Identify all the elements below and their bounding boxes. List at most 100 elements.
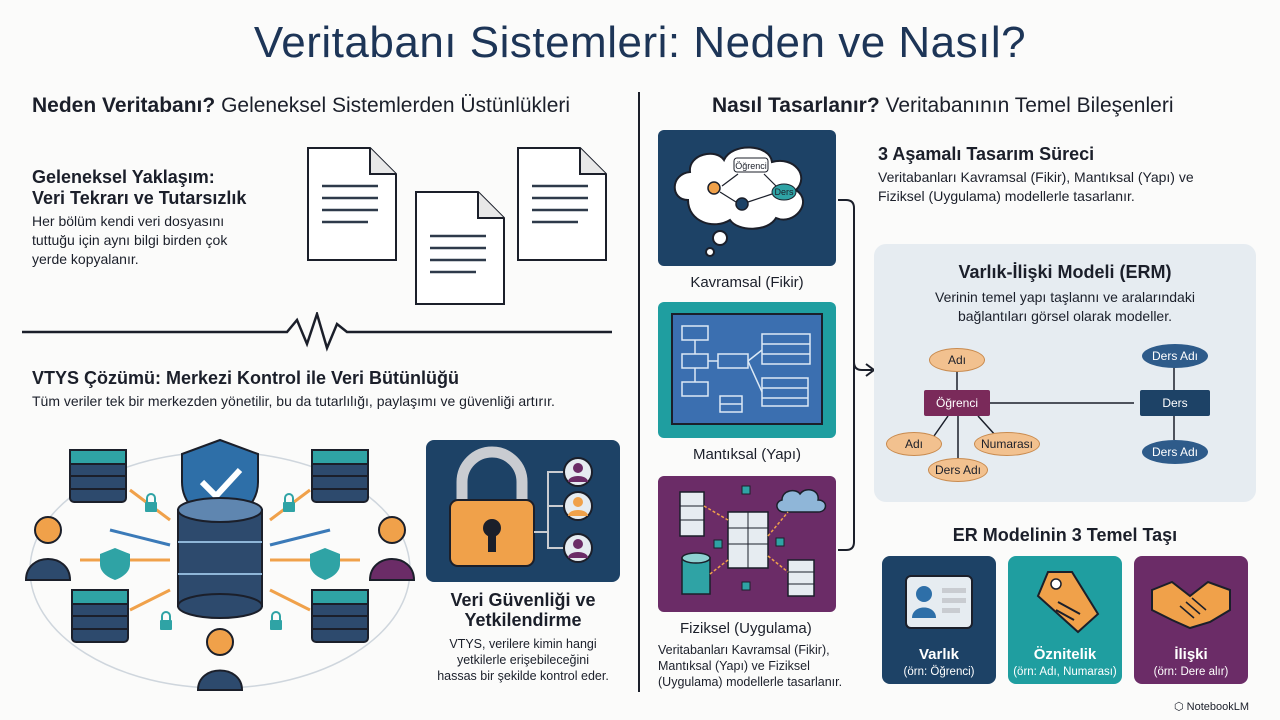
pillar-entity: Varlık (örn: Öğrenci) (882, 556, 996, 684)
traditional-text-line1: Her bölüm kendi veri dosyasını (32, 213, 225, 229)
pulse-divider (22, 312, 612, 352)
process-text-line1: Veritabanları Kavramsal (Fikir), Mantıks… (878, 169, 1194, 185)
pillar-entity-example: (örn: Öğrenci) (903, 666, 975, 678)
erm-attr-course-name-right: Ders Adı (1142, 440, 1208, 464)
process-text: Veritabanları Kavramsal (Fikir), Mantıks… (878, 168, 1194, 206)
dbms-text: Tüm veriler tek bir merkezden yönetilir,… (32, 393, 555, 409)
erm-entity-course: Ders (1140, 390, 1210, 416)
bubble-course-label: Ders (774, 187, 794, 197)
security-text: VTYS, verilere kimin hangi yetkilerle er… (420, 636, 626, 684)
server-icon (311, 589, 369, 643)
process-title: 3 Aşamalı Tasarım Süreci (878, 144, 1095, 164)
right-heading: Nasıl Tasarlanır? Veritabanının Temel Bi… (712, 94, 1173, 118)
server-icon (787, 559, 815, 597)
logical-label: Mantıksal (Yapı) (692, 446, 802, 463)
document-icon (415, 191, 505, 305)
physical-text-line3: (Uygulama) modellerle tasarlanır. (658, 675, 843, 689)
process-text-line2: Fiziksel (Uygulama) modellerle tasarlanı… (878, 188, 1135, 204)
erm-attr-number: Numarası (974, 432, 1040, 456)
pillars-title: ER Modelinin 3 Temel Taşı (952, 525, 1178, 545)
user-icon (735, 197, 749, 211)
conceptual-stage-card: Öğrenci Ders (658, 130, 836, 266)
erm-text-line2: bağlantıları görsel olarak modeller. (957, 308, 1172, 324)
user-icon (196, 628, 244, 691)
database-icon (681, 552, 711, 595)
pillar-attribute-example: (örn: Adı, Numarası) (1013, 666, 1117, 678)
erm-attr-name-left: Adı (886, 432, 942, 456)
central-database-illustration (24, 438, 416, 691)
security-title-line2: Yetkilendirme (464, 610, 582, 630)
dbms-title: VTYS Çözümü: Merkezi Kontrol ile Veri Bü… (32, 368, 460, 388)
right-heading-rest: Veritabanının Temel Bileşenleri (885, 94, 1174, 117)
brand-label: NotebookLM (1186, 701, 1250, 713)
security-text-line3: hassas bir şekilde kontrol eder. (437, 669, 609, 683)
bracket-connector (838, 199, 876, 551)
column-divider (638, 92, 640, 692)
conceptual-label: Kavramsal (Fikir) (690, 274, 804, 291)
logical-stage-card (658, 302, 836, 438)
server-icon (727, 511, 769, 569)
user-icon (563, 491, 593, 521)
traditional-text-line3: yerde kopyalanır. (32, 251, 139, 267)
user-icon (563, 533, 593, 563)
physical-label: Fiziksel (Uygulama) (680, 620, 812, 637)
physical-text: Veritabanları Kavramsal (Fikir), Mantıks… (658, 642, 842, 690)
physical-text-line1: Veritabanları Kavramsal (Fikir), (658, 643, 830, 657)
security-title-line1: Veri Güvenliği ve (450, 590, 596, 610)
lock-icon (270, 611, 282, 630)
schema-diagram (681, 325, 811, 413)
pillar-relationship-label: İlişki (1174, 646, 1208, 663)
pillar-attribute-label: Öznitelik (1033, 646, 1097, 663)
security-text-line1: VTYS, verilere kimin hangi (449, 637, 597, 651)
erm-text: Verinin temel yapı taşlannı ve aralarınd… (874, 288, 1256, 326)
left-heading: Neden Veritabanı? Geleneksel Sistemlerde… (32, 94, 570, 118)
lock-icon (283, 493, 295, 512)
thought-bubble-icon (673, 146, 804, 230)
erm-title: Varlık-İlişki Modeli (ERM) (958, 262, 1172, 282)
shield-icon (100, 548, 130, 580)
bubble-student-label: Öğrenci (735, 161, 767, 171)
security-title: Veri Güvenliği ve Yetkilendirme (426, 590, 620, 630)
page-title: Veritabanı Sistemleri: Neden ve Nasıl? (253, 18, 1027, 67)
erm-text-line1: Verinin temel yapı taşlannı ve aralarınd… (935, 289, 1195, 305)
left-heading-bold: Neden Veritabanı? (32, 94, 216, 117)
user-icon (563, 457, 593, 487)
traditional-title-line1: Geleneksel Yaklaşım: (32, 167, 215, 187)
traditional-text-line2: tuttuğu için aynı bilgi birden çok (32, 232, 228, 248)
pillar-entity-label: Varlık (918, 646, 960, 663)
pillar-relationship-example: (örn: Dere alır) (1153, 666, 1229, 678)
erm-entity-student: Öğrenci (924, 390, 990, 416)
handshake-icon (1151, 580, 1231, 630)
pillar-relationship: İlişki (örn: Dere alır) (1134, 556, 1248, 684)
lock-icon (160, 611, 172, 630)
user-icon (368, 516, 416, 581)
erm-panel: Varlık-İlişki Modeli (ERM) Verinin temel… (874, 244, 1256, 502)
server-icon (679, 491, 705, 537)
brand-watermark: ⬡ NotebookLM (1174, 700, 1249, 713)
id-card-icon (905, 575, 973, 629)
document-icon (307, 147, 397, 261)
database-icon (177, 497, 263, 619)
lock-icon (145, 493, 157, 512)
server-icon (311, 449, 369, 503)
physical-text-line2: Mantıksal (Yapı) ve Fiziksel (658, 659, 810, 673)
traditional-title-line2: Veri Tekrarı ve Tutarsızlık (32, 188, 247, 208)
user-icon (707, 181, 721, 195)
document-icon (517, 147, 607, 261)
server-icon (71, 589, 129, 643)
documents-illustration (307, 147, 607, 305)
physical-stage-card (658, 476, 836, 612)
authorization-illustration (426, 440, 620, 582)
shield-icon (310, 548, 340, 580)
right-heading-bold: Nasıl Tasarlanır? (712, 94, 880, 117)
erm-attr-name-top: Adı (929, 348, 985, 372)
cloud-icon (776, 489, 827, 513)
left-heading-rest: Geleneksel Sistemlerden Üstünlükleri (221, 94, 571, 117)
notebook-icon: ⬡ (1174, 701, 1184, 713)
traditional-text: Her bölüm kendi veri dosyasını tuttuğu i… (32, 212, 227, 269)
traditional-title: Geleneksel Yaklaşım: Veri Tekrarı ve Tut… (32, 167, 246, 209)
pillar-attribute: Öznitelik (örn: Adı, Numarası) (1008, 556, 1122, 684)
erm-attr-course-name-bottom: Ders Adı (928, 458, 988, 482)
tag-icon (1036, 571, 1100, 634)
erm-attr-course-name-top: Ders Adı (1142, 344, 1208, 368)
